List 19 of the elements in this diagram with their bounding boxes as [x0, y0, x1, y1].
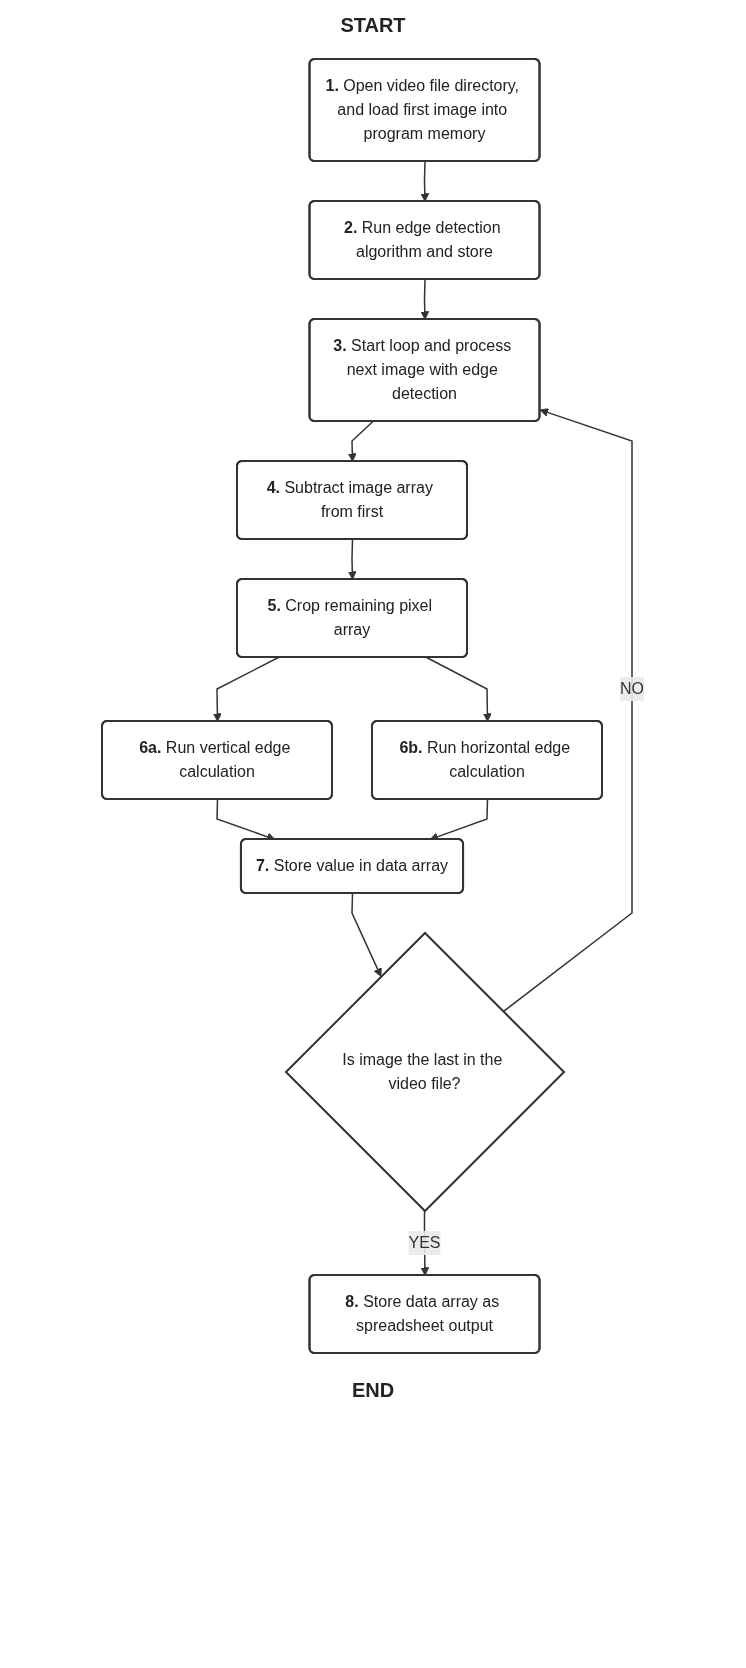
node-text: 5. Crop remaining pixel array	[267, 597, 433, 638]
arrow	[429, 798, 489, 841]
arrow	[216, 798, 276, 841]
node-text: 4. Subtract image array from first	[266, 479, 433, 520]
arrow	[502, 408, 633, 1013]
node-text: 6a. Run vertical edge calculation	[139, 739, 291, 780]
arrow	[347, 538, 357, 580]
flow-terminal-label: START	[340, 13, 406, 38]
arrow	[347, 420, 374, 462]
flow-terminal-label: END	[351, 1378, 395, 1403]
edge-label: YES	[408, 1234, 441, 1251]
arrow	[420, 278, 430, 320]
arrow	[213, 656, 280, 722]
node-text: 6b. Run horizontal edge calculation	[399, 739, 571, 780]
arrow	[420, 160, 430, 202]
edge-label: NO	[620, 680, 644, 697]
arrow	[425, 656, 492, 722]
node-diamond: Is image the last in the video file?	[284, 931, 566, 1213]
arrow	[351, 892, 382, 977]
